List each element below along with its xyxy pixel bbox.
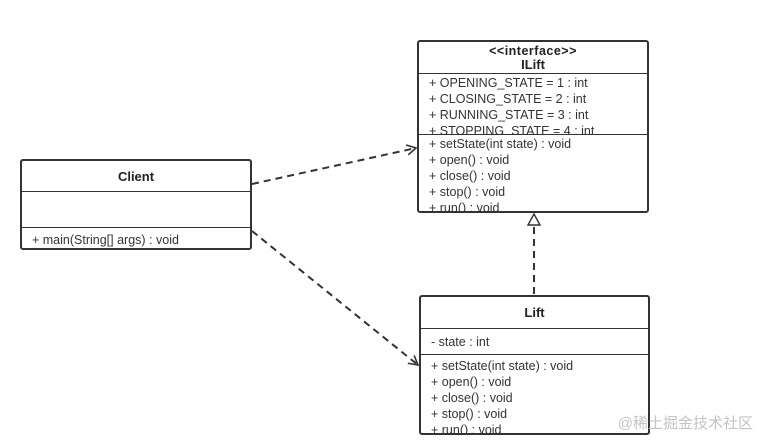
ilift-operation: + close() : void: [429, 169, 511, 183]
dependency-client-to-ilift: [251, 144, 418, 185]
lift-operation: + setState(int state) : void: [431, 359, 574, 373]
class-client-operations: + main(String[] args) : void: [22, 228, 250, 248]
class-client[interactable]: Client + main(String[] args) : void: [20, 159, 252, 250]
class-lift-name: Lift: [421, 297, 648, 329]
lift-operation: + stop() : void: [431, 407, 508, 421]
ilift-attribute: + RUNNING_STATE = 3 : int: [429, 108, 589, 122]
client-operation-main: + main(String[] args) : void: [32, 233, 179, 247]
interface-ilift[interactable]: <<interface>> ILift + OPENING_STATE = 1 …: [417, 40, 649, 213]
interface-ilift-attributes: + OPENING_STATE = 1 : int + CLOSING_STAT…: [419, 74, 647, 135]
ilift-attribute: + OPENING_STATE = 1 : int: [429, 76, 588, 90]
class-client-attributes: [22, 192, 250, 228]
class-lift[interactable]: Lift - state : int + setState(int state)…: [419, 295, 650, 435]
ilift-operation: + open() : void: [429, 153, 510, 167]
interface-ilift-operations: + setState(int state) : void + open() : …: [419, 135, 647, 213]
class-lift-operations: + setState(int state) : void + open() : …: [421, 355, 648, 435]
class-client-name: Client: [22, 161, 250, 192]
lift-operation: + close() : void: [431, 391, 513, 405]
dependency-client-to-lift: [251, 230, 420, 367]
lift-operation: + run() : void: [431, 423, 502, 435]
ilift-attribute: + CLOSING_STATE = 2 : int: [429, 92, 587, 106]
lift-attribute: - state : int: [431, 335, 490, 349]
watermark-text: @稀土掘金技术社区: [617, 415, 753, 432]
ilift-operation: + setState(int state) : void: [429, 137, 572, 151]
class-lift-attributes: - state : int: [421, 329, 648, 355]
ilift-operation: + stop() : void: [429, 185, 506, 199]
lift-operation: + open() : void: [431, 375, 512, 389]
interface-stereotype: <<interface>>: [489, 44, 577, 58]
interface-ilift-name: ILift: [521, 57, 545, 72]
interface-ilift-header: <<interface>> ILift: [419, 42, 647, 74]
ilift-attribute: + STOPPING_STATE = 4 : int: [429, 124, 595, 135]
ilift-operation: + run() : void: [429, 201, 500, 213]
